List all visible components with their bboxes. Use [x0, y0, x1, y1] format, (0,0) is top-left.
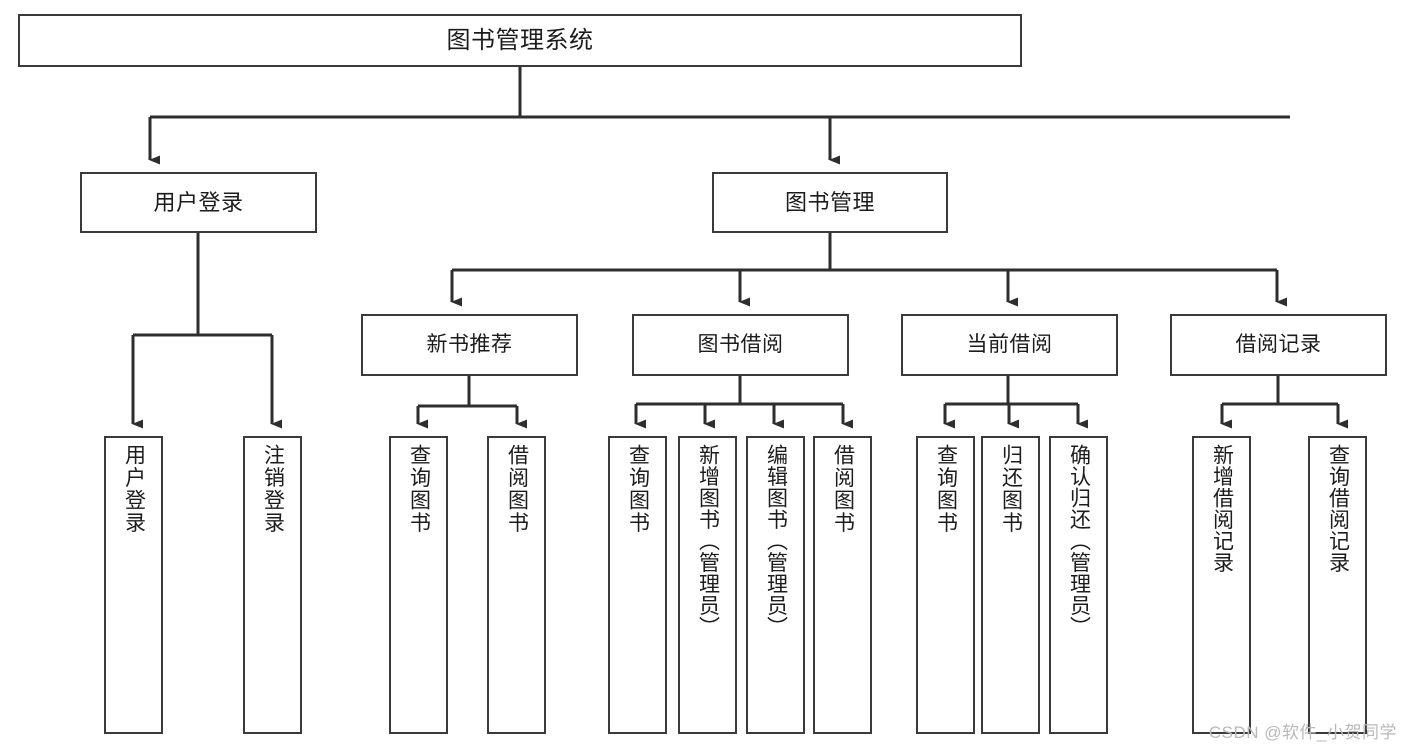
node-label: 新增图书（管理员） — [696, 444, 720, 638]
node-label: 查询图书 — [934, 444, 958, 534]
node-label: 图书管理 — [784, 189, 875, 215]
node-label: 新书推荐 — [426, 332, 513, 356]
node-book-management[interactable]: 图书管理 — [712, 172, 948, 233]
node-leaf-query-books-borrow[interactable]: 查询图书 — [608, 436, 667, 734]
node-leaf-return-books[interactable]: 归还图书 — [981, 436, 1040, 734]
node-leaf-add-book-admin[interactable]: 新增图书（管理员） — [678, 436, 737, 734]
node-leaf-borrow-books[interactable]: 借阅图书 — [813, 436, 872, 734]
node-leaf-query-borrow-record[interactable]: 查询借阅记录 — [1308, 436, 1367, 734]
node-leaf-query-books-current[interactable]: 查询图书 — [916, 436, 975, 734]
node-label: 注销登录 — [261, 444, 285, 534]
node-label: 借阅记录 — [1235, 332, 1322, 356]
node-leaf-query-books-recommend[interactable]: 查询图书 — [389, 436, 448, 734]
node-root-system[interactable]: 图书管理系统 — [18, 14, 1022, 67]
node-borrow-records[interactable]: 借阅记录 — [1170, 314, 1387, 376]
node-leaf-add-borrow-record[interactable]: 新增借阅记录 — [1192, 436, 1251, 734]
node-label: 编辑图书（管理员） — [764, 444, 788, 638]
node-label: 新增借阅记录 — [1210, 444, 1234, 573]
node-label: 图书借阅 — [697, 332, 784, 356]
node-label: 查询图书 — [626, 444, 650, 534]
node-label: 当前借阅 — [966, 332, 1053, 356]
node-label: 确认归还（管理员） — [1067, 444, 1091, 638]
node-label: 用户登录 — [153, 189, 244, 215]
node-label: 借阅图书 — [505, 444, 529, 534]
node-label: 用户登录 — [122, 444, 146, 534]
node-label: 图书管理系统 — [446, 26, 594, 54]
node-new-book-recommend[interactable]: 新书推荐 — [361, 314, 578, 376]
node-leaf-confirm-return-admin[interactable]: 确认归还（管理员） — [1049, 436, 1108, 734]
csdn-watermark: CSDN @软件_小贺同学 — [1208, 723, 1397, 742]
node-label: 借阅图书 — [831, 444, 855, 534]
node-current-borrow[interactable]: 当前借阅 — [901, 314, 1118, 376]
node-user-login[interactable]: 用户登录 — [80, 172, 317, 233]
node-leaf-logout[interactable]: 注销登录 — [243, 436, 302, 734]
node-leaf-user-login[interactable]: 用户登录 — [104, 436, 163, 734]
node-book-borrow[interactable]: 图书借阅 — [632, 314, 849, 376]
node-label: 查询图书 — [407, 444, 431, 534]
node-leaf-edit-book-admin[interactable]: 编辑图书（管理员） — [746, 436, 805, 734]
node-label: 归还图书 — [999, 444, 1023, 534]
node-leaf-borrow-books-recommend[interactable]: 借阅图书 — [487, 436, 546, 734]
node-label: 查询借阅记录 — [1326, 444, 1350, 573]
